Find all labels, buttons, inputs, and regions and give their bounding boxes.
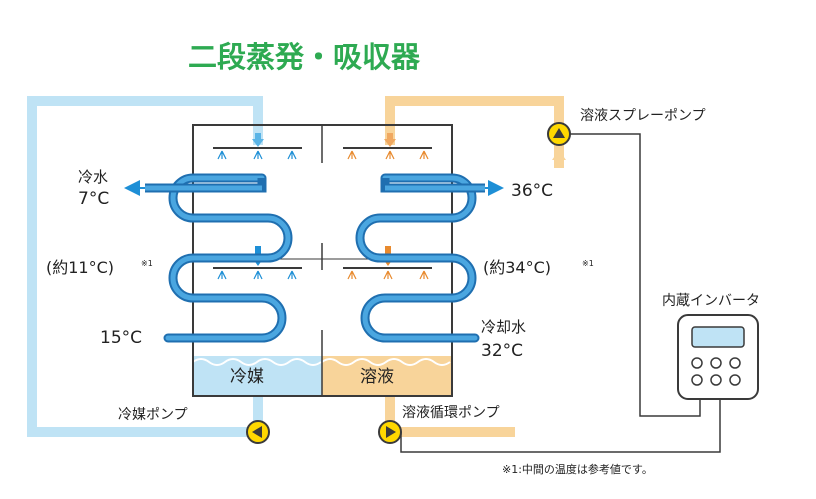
solution-spray-pump[interactable] xyxy=(547,122,571,146)
inverter-display xyxy=(691,326,745,348)
solution-tank xyxy=(322,356,452,396)
chilled-out-temp: 7°C xyxy=(78,189,109,209)
cooling-water-label: 冷却水 xyxy=(481,318,526,336)
cooling-water-coil xyxy=(355,173,504,343)
chilled-in-temp: 15°C xyxy=(100,328,142,348)
upper-spray-left xyxy=(213,133,302,160)
note-marker-left: ※1 xyxy=(141,259,153,268)
inverter-label: 内蔵インバータ xyxy=(662,293,760,309)
chilled-mid-temp: (約11°C) xyxy=(46,258,114,277)
upper-spray-right xyxy=(343,133,432,160)
solution-circ-pump-label: 溶液循環ポンプ xyxy=(402,405,500,421)
solution-tank-label: 溶液 xyxy=(360,367,394,387)
chilled-water-label: 冷水 xyxy=(78,168,108,186)
inverter-buttons xyxy=(691,357,741,386)
diagram-title: 二段蒸発・吸収器 xyxy=(188,40,421,74)
control-wiring xyxy=(400,133,721,453)
pump-arrow-right-icon xyxy=(386,426,396,438)
note-marker-right: ※1 xyxy=(582,259,594,268)
refrigerant-pump-label: 冷媒ポンプ xyxy=(118,407,188,423)
solution-out-temp: 36°C xyxy=(511,181,553,201)
pump-arrow-left-icon xyxy=(252,426,262,438)
solution-circulation-pump[interactable] xyxy=(378,420,402,444)
refrigerant-pump[interactable] xyxy=(246,420,270,444)
chilled-water-coil xyxy=(124,173,293,343)
footnote: ※1:中間の温度は参考値です。 xyxy=(502,462,653,476)
solution-spray-pump-label: 溶液スプレーポンプ xyxy=(580,108,706,124)
solution-mid-temp: (約34°C) xyxy=(483,258,551,277)
cooling-in-temp: 32°C xyxy=(481,341,523,361)
refrigerant-tank-label: 冷媒 xyxy=(230,367,264,387)
pump-arrow-up-icon xyxy=(553,128,565,138)
inverter-unit[interactable] xyxy=(677,314,759,400)
